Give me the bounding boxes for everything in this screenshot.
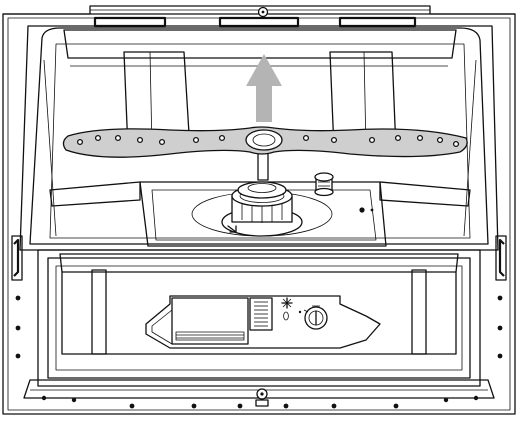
up-arrow-icon	[246, 54, 282, 122]
sump-area	[139, 149, 387, 247]
sparkle-icon	[281, 297, 293, 321]
door-hinges	[11, 235, 507, 281]
door-screws	[15, 295, 503, 409]
lower-spray-arm	[62, 126, 468, 158]
detergent-dispenser	[145, 295, 381, 349]
outer-frame	[2, 5, 516, 415]
rinse-aid-cap	[298, 305, 328, 330]
salt-container-cap	[314, 172, 334, 197]
dispenser-lid	[171, 297, 249, 345]
filter-assembly	[221, 181, 303, 237]
inner-door-panel	[23, 249, 495, 399]
bottom-screw-icon	[255, 388, 269, 407]
dispenser-latch	[249, 297, 273, 331]
tub-walls	[19, 25, 499, 251]
